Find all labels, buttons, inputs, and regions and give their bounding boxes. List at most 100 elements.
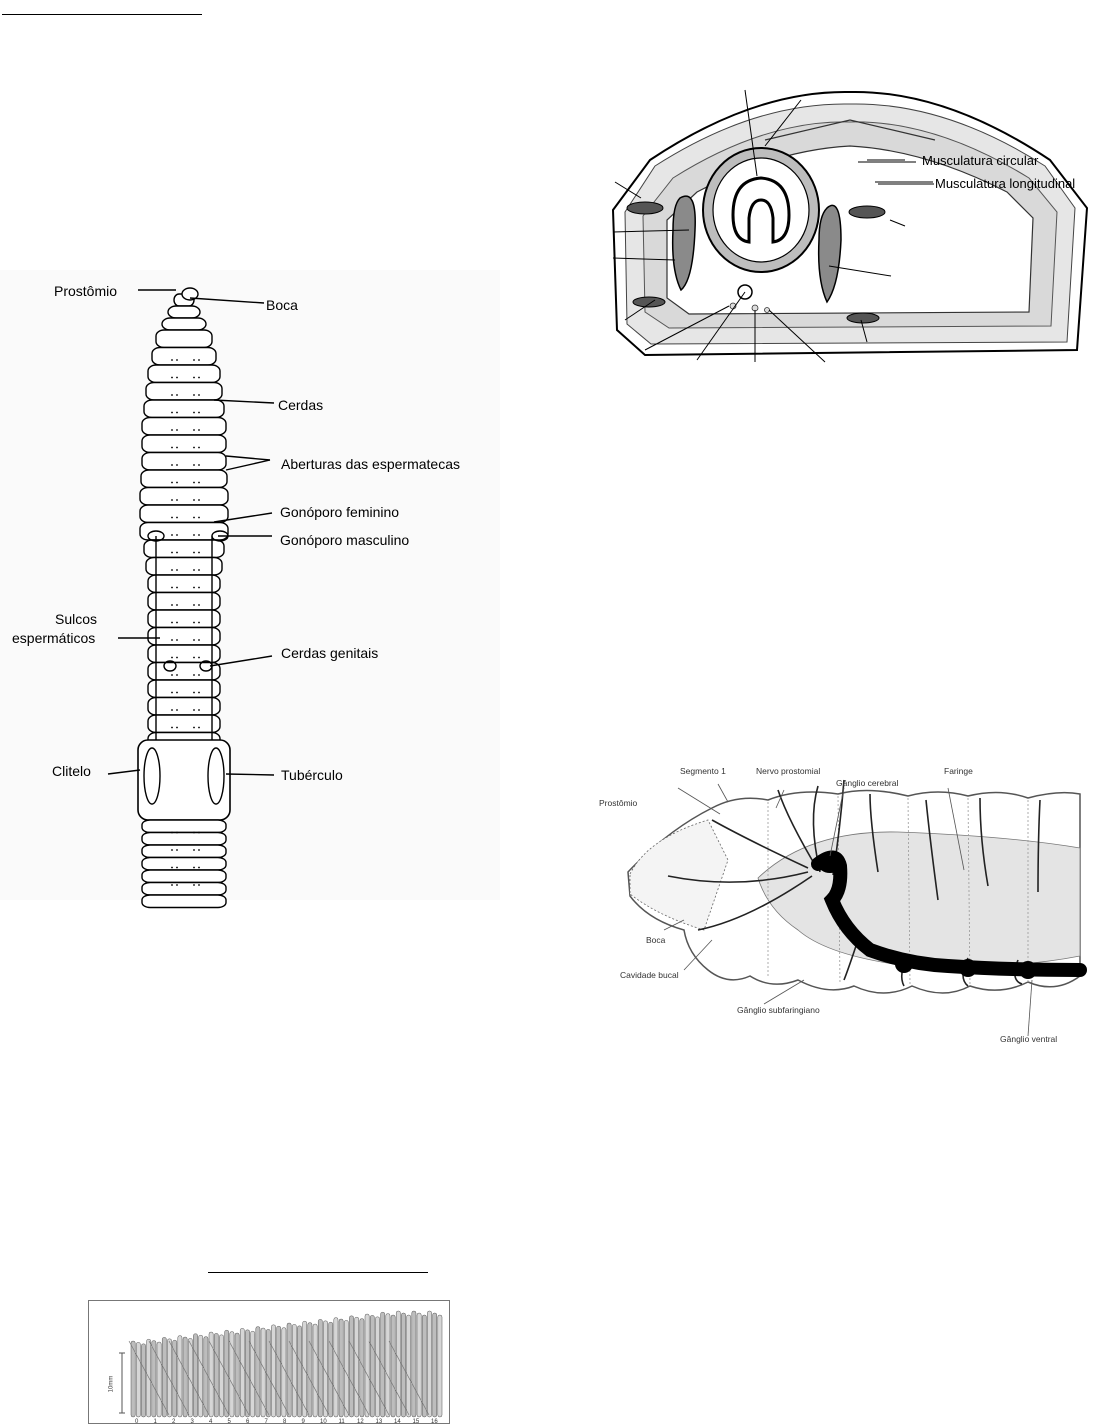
locomotion-column [323, 1320, 328, 1418]
cross-section-leader-right [858, 161, 934, 185]
locomotion-tick-label: 4 [209, 1419, 213, 1424]
locomotion-tick-label: 14 [394, 1419, 401, 1424]
locomotion-column [359, 1318, 365, 1418]
worm-segment [155, 329, 213, 349]
locomotion-column [130, 1340, 136, 1418]
worm-segment [140, 469, 228, 489]
locomotion-tick-label: 3 [190, 1419, 194, 1424]
worm-segment [147, 609, 221, 629]
worm-segment [141, 881, 227, 896]
locomotion-column [281, 1327, 287, 1418]
nephridium-right [817, 204, 842, 304]
locomotion-wave-line [328, 1340, 370, 1416]
locomotion-column [208, 1331, 214, 1418]
ventral-ganglia [895, 955, 1037, 979]
locomotion-column [245, 1329, 250, 1418]
locomotion-wave-line [168, 1340, 210, 1416]
locomotion-column [333, 1317, 339, 1418]
worm-segment [141, 894, 227, 909]
locomotion-wave-line [248, 1340, 290, 1416]
label-ganglio-cerebral: Gânglio cerebral [836, 778, 899, 788]
label-clitelo: Clitelo [52, 763, 91, 779]
tubercle-left [143, 747, 161, 805]
worm-segment [141, 869, 227, 884]
worm-segment [143, 399, 225, 419]
locomotion-column [302, 1320, 308, 1418]
locomotion-column [167, 1338, 172, 1418]
locomotion-column [380, 1311, 386, 1418]
locomotion-tick-label: 13 [375, 1419, 383, 1424]
setae-dots [171, 359, 200, 886]
worm-segment [141, 416, 227, 436]
worm-segment [141, 819, 227, 834]
typhlosole-notch [764, 119, 936, 141]
worm-segment [147, 364, 221, 384]
worm-segment [139, 486, 229, 506]
worm-segment [141, 451, 227, 471]
locomotion-column [239, 1328, 245, 1418]
segment-boundaries [767, 795, 1029, 987]
label-gonoporo-masculino: Gonóporo masculino [280, 532, 410, 548]
locomotion-column [354, 1316, 360, 1418]
locomotion-column [375, 1316, 380, 1418]
label-ganglio-subfaringiano: Gânglio subfaringiano [737, 1005, 820, 1015]
worm-segment [141, 856, 227, 871]
label-musculatura-circular: Musculatura circular [922, 153, 1039, 168]
leader-line [209, 655, 273, 667]
locomotion-column [312, 1323, 318, 1418]
worm-segment [147, 591, 221, 611]
locomotion-column [307, 1322, 313, 1418]
worm-segment [147, 661, 221, 681]
locomotion-column [219, 1334, 224, 1418]
locomotion-tick-label: 11 [338, 1419, 345, 1424]
label-prostomio: Prostômio [54, 283, 118, 299]
locomotion-tick-label: 12 [357, 1419, 364, 1424]
locomotion-wave-line [188, 1340, 230, 1416]
locomotion-column [328, 1321, 334, 1418]
worm-segment [145, 556, 223, 576]
locomotion-wave-line [128, 1340, 170, 1416]
worm-segment [139, 504, 229, 524]
locomotion-column [291, 1324, 297, 1418]
worm-panel-background [0, 270, 500, 900]
locomotion-column [260, 1327, 266, 1418]
locomotion-column [172, 1339, 178, 1418]
locomotion-tick-label: 1 [153, 1419, 157, 1424]
locomotion-column [401, 1312, 406, 1418]
leader-line [213, 399, 275, 404]
locomotion-column [161, 1337, 167, 1418]
scale-bar [119, 1352, 125, 1414]
nephridium-left [671, 195, 696, 292]
nervous-leaders [663, 783, 1033, 1037]
locomotion-column [182, 1336, 188, 1418]
locomotion-column [271, 1324, 276, 1418]
locomotion-column [411, 1310, 417, 1418]
locomotion-column [317, 1319, 323, 1418]
ventral-vessels [729, 302, 770, 313]
locomotion-wave-line [288, 1340, 330, 1416]
locomotion-column [297, 1325, 302, 1418]
locomotion-wave-line [208, 1340, 250, 1416]
setae-pockets [626, 201, 886, 324]
worm-segment [147, 679, 221, 699]
locomotion-column [349, 1315, 354, 1418]
locomotion-column [213, 1333, 219, 1418]
locomotion-column [177, 1335, 183, 1418]
leader-line [225, 455, 271, 461]
locomotion-column [255, 1326, 261, 1418]
worm-segment [147, 644, 221, 664]
locomotion-scale-label: 10mm [108, 1375, 115, 1393]
label-cavidade-bucal: Cavidade bucal [620, 970, 679, 980]
leader-line [225, 459, 271, 471]
worm-segment [141, 434, 227, 454]
locomotion-column [198, 1334, 204, 1418]
locomotion-tick-label: 15 [412, 1419, 420, 1424]
label-nervo-prostomial: Nervo prostomial [756, 766, 821, 776]
label-prostomio-ns: Prostômio [599, 798, 638, 808]
worm-segment [147, 574, 221, 594]
locomotion-column [421, 1314, 427, 1418]
label-espermaticos: espermáticos [12, 630, 96, 646]
locomotion-wave-line [348, 1340, 390, 1416]
